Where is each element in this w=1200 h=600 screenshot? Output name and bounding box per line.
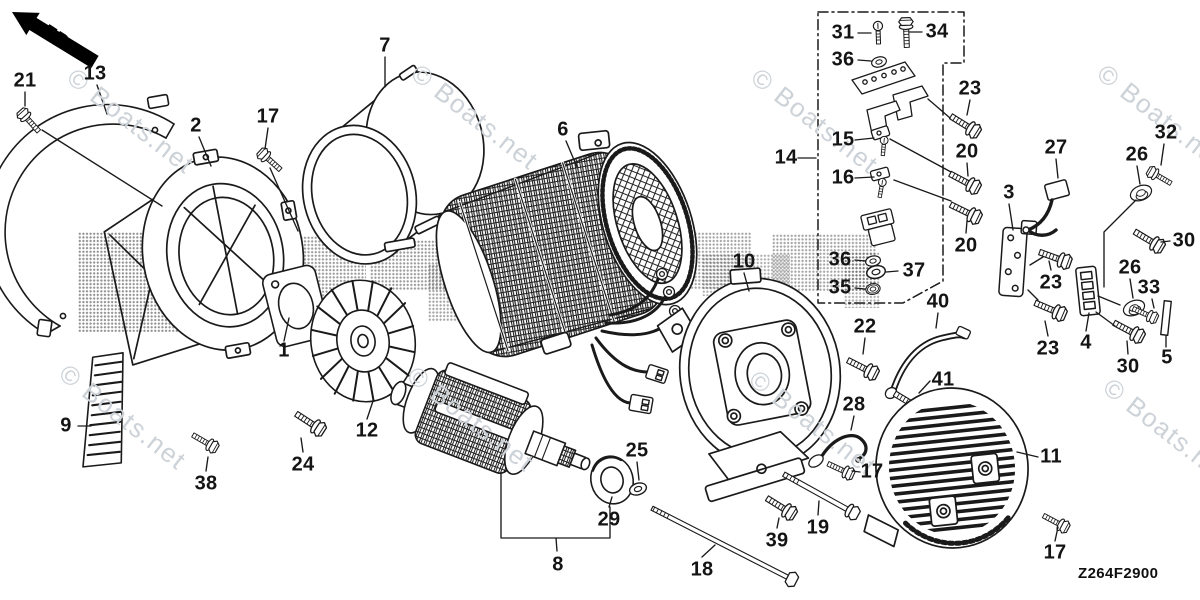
part-9-louver (82, 352, 124, 468)
screw-15 (878, 135, 889, 157)
part-11-end-cover (863, 387, 1029, 549)
bolt-22 (843, 352, 882, 383)
washer-36-top (869, 54, 889, 70)
washer-37 (864, 263, 888, 281)
part-5-strip (1160, 300, 1172, 336)
wire-connectors (628, 364, 669, 415)
part-27-pulser-wire (1022, 179, 1070, 237)
part-28-sub-wire (808, 434, 868, 468)
group-14-contents (851, 16, 929, 297)
bolt-23-top (946, 108, 984, 142)
diagram-code: Z264F2900 (1078, 565, 1159, 582)
bolt-18-through-bolt (647, 500, 801, 590)
bracket-line-8 (500, 472, 611, 552)
part-7-drum-cover (301, 64, 485, 265)
part-13-rear-plate (0, 93, 175, 338)
part-4-connector-block (1075, 265, 1101, 317)
bolt-20-upper (945, 166, 984, 197)
bolt-24 (291, 406, 329, 440)
part-29-bearing (589, 455, 635, 505)
stator-lead-wires (590, 277, 674, 405)
collar-26-upper (1127, 181, 1155, 205)
part-40-tube (884, 325, 972, 400)
leader-lines (24, 31, 1171, 558)
bolt-30-lower (1109, 315, 1148, 346)
leader-polyline-26 (1103, 199, 1137, 288)
group-box-14 (817, 11, 965, 304)
bolt-17-middle (824, 456, 857, 483)
screw-16 (875, 177, 888, 199)
bolt-17-bottom (1039, 509, 1072, 536)
screw-31 (872, 20, 884, 45)
bolt-30-upper (1129, 224, 1168, 257)
part-6-stator (435, 129, 698, 358)
ring-terminals (655, 267, 682, 318)
front-direction-arrow (12, 12, 99, 68)
bolt-20-lower (946, 196, 985, 227)
part-8-rotor (390, 362, 591, 475)
part-12-fan (309, 279, 417, 403)
bolt-32 (1144, 164, 1175, 190)
bolt-38 (188, 428, 222, 456)
bolt-39 (762, 490, 800, 524)
nut-35 (864, 281, 882, 297)
bolt-21 (14, 105, 45, 137)
halftone-patch (772, 234, 876, 292)
